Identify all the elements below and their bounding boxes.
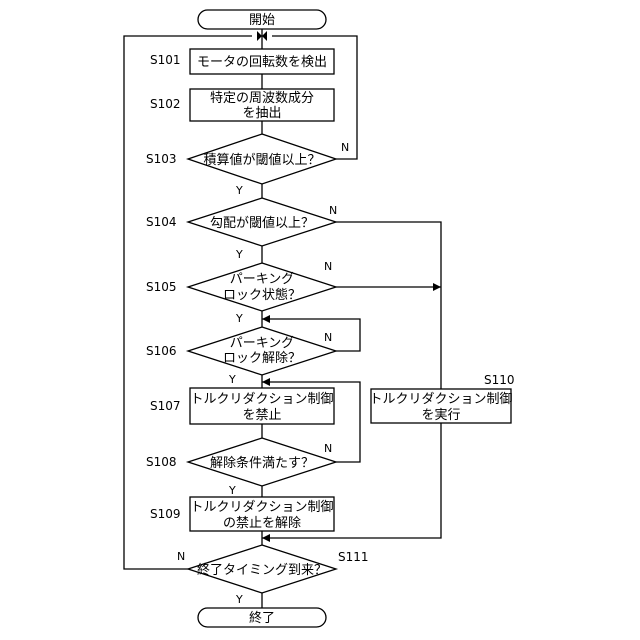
terminal-start: 開始: [198, 10, 326, 29]
process-s102-text-line2: を抽出: [242, 106, 281, 121]
decision-s106: パーキング ロック解除？: [188, 327, 336, 375]
branch-label-s108-yes: Y: [228, 484, 236, 497]
decision-s108-text: 解除条件満たす？: [210, 455, 314, 471]
process-s110: トルクリダクション制御 を実行: [369, 389, 512, 423]
process-s110-text-line2: を実行: [421, 407, 460, 423]
arrowhead: [262, 378, 270, 386]
process-s107-text-line2: を禁止: [242, 408, 281, 423]
decision-s104: 勾配が閾値以上？: [188, 198, 336, 246]
step-id-s101: S101: [150, 53, 181, 67]
arrowhead: [262, 534, 270, 542]
step-ids: S101 S102 S103 S104 S105 S106 S107 S108 …: [146, 53, 515, 564]
process-s107: トルクリダクション制御 を禁止: [190, 388, 334, 424]
process-s101-text: モータの回転数を検出: [197, 55, 327, 70]
step-id-s111: S111: [338, 550, 369, 564]
step-id-s108: S108: [146, 455, 177, 469]
step-id-s107: S107: [150, 399, 181, 413]
branch-label-s103-no: N: [341, 141, 349, 154]
arrowhead: [262, 315, 270, 323]
step-id-s103: S103: [146, 152, 177, 166]
arrowhead: [433, 283, 441, 291]
terminal-end: 終了: [198, 608, 326, 627]
decision-s111: 終了タイミング到来？: [188, 545, 336, 593]
process-s102: 特定の周波数成分 を抽出: [190, 89, 334, 121]
branch-label-s108-no: N: [324, 442, 332, 455]
branch-label-s111-no: N: [177, 550, 185, 563]
step-id-s104: S104: [146, 215, 177, 229]
step-id-s110: S110: [484, 373, 515, 387]
terminal-start-label: 開始: [249, 13, 275, 28]
decision-s111-text: 終了タイミング到来？: [197, 562, 327, 578]
process-s101: モータの回転数を検出: [190, 49, 334, 74]
process-s110-text-line1: トルクリダクション制御: [369, 392, 512, 407]
step-id-s109: S109: [150, 507, 181, 521]
decision-s105-text-line1: パーキング: [230, 272, 295, 287]
branch-label-s111-yes: Y: [235, 593, 243, 606]
arrowhead: [257, 31, 262, 41]
arrowhead: [262, 31, 267, 41]
branch-label-s103-yes: Y: [235, 184, 243, 197]
decision-s104-text: 勾配が閾値以上？: [210, 215, 314, 231]
decision-s106-text-line2: ロック解除？: [223, 351, 301, 366]
decision-s105: パーキング ロック状態？: [188, 263, 336, 311]
decision-s103-text: 積算値が閾値以上？: [203, 152, 320, 168]
decision-s105-text-line2: ロック状態？: [223, 287, 301, 303]
process-s109-text-line1: トルクリダクション制御: [190, 500, 333, 515]
branch-label-s104-yes: Y: [235, 248, 243, 261]
branch-label-s105-yes: Y: [235, 312, 243, 325]
process-s109: トルクリダクション制御 の禁止を解除: [190, 497, 334, 531]
decision-s108: 解除条件満たす？: [188, 438, 336, 486]
step-id-s106: S106: [146, 344, 177, 358]
decision-s103: 積算値が閾値以上？: [188, 134, 336, 184]
branch-label-s105-no: N: [324, 260, 332, 273]
terminal-end-label: 終了: [249, 610, 275, 626]
process-s102-text-line1: 特定の周波数成分: [210, 91, 314, 106]
branch-label-s104-no: N: [329, 204, 337, 217]
branch-label-s106-no: N: [324, 331, 332, 344]
step-id-s105: S105: [146, 280, 177, 294]
step-id-s102: S102: [150, 97, 181, 111]
decision-s106-text-line1: パーキング: [230, 336, 295, 351]
process-s109-text-line2: の禁止を解除: [223, 516, 301, 531]
branch-label-s106-yes: Y: [228, 373, 236, 386]
process-s107-text-line1: トルクリダクション制御: [190, 392, 333, 407]
link-s104-no: [336, 222, 441, 389]
